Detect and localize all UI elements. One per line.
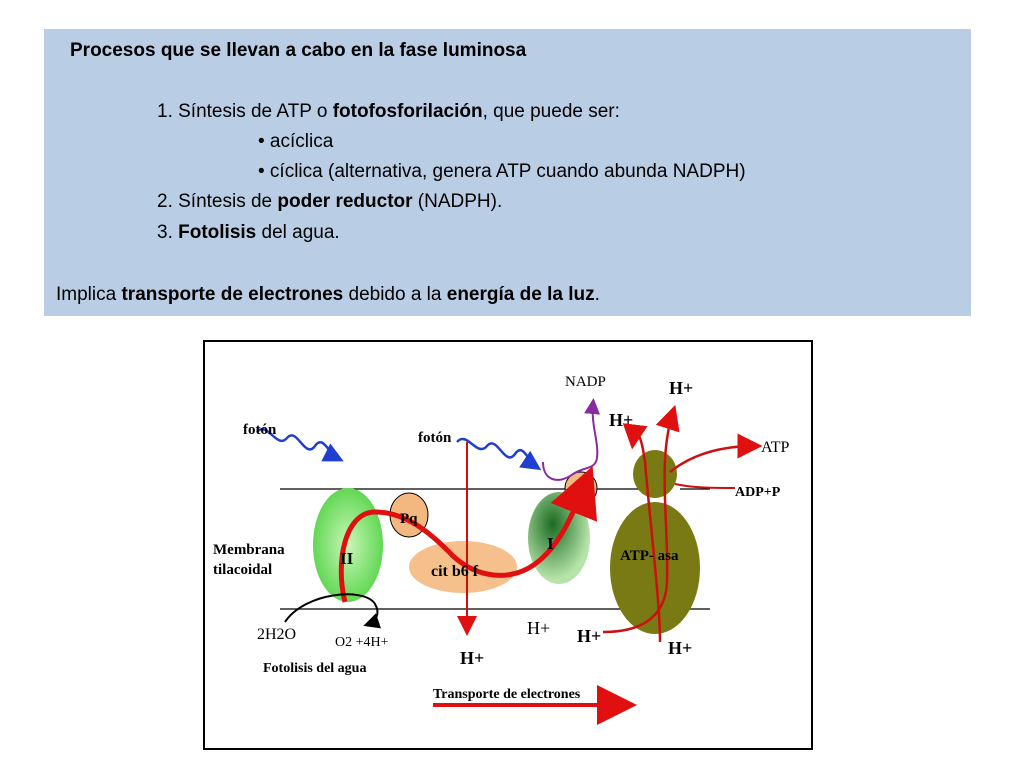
text-panel: Procesos que se llevan a cabo en la fase… bbox=[44, 29, 971, 316]
item2-prefix: 2. Síntesis de bbox=[157, 191, 278, 212]
item3-prefix: 3. bbox=[157, 222, 179, 243]
ps2-label: II bbox=[340, 549, 354, 568]
panel-title: Procesos que se llevan a cabo en la fase… bbox=[70, 40, 527, 61]
item2-suffix: (NADPH). bbox=[412, 191, 503, 212]
bullet-aciclica: • acíclica bbox=[258, 131, 334, 152]
item-photolysis: 3. Fotolisis del agua. bbox=[157, 222, 340, 244]
cytochrome-b6f bbox=[409, 541, 517, 593]
photon-arrow-right bbox=[456, 437, 542, 471]
item3-bold: Fotolisis bbox=[178, 222, 257, 243]
transport-label: Transporte de electrones bbox=[433, 687, 581, 702]
pq-label: Pq bbox=[400, 511, 418, 527]
foton-left-label: fotón bbox=[243, 422, 277, 438]
summary-part-1: Implica bbox=[56, 284, 122, 305]
atpase-label: ATP- asa bbox=[620, 548, 679, 564]
item1-suffix: , que puede ser: bbox=[482, 101, 620, 122]
item1-prefix: 1. Síntesis de ATP o bbox=[157, 101, 333, 122]
ps1-label: I bbox=[547, 534, 554, 553]
h-top-2-label: H+ bbox=[609, 410, 633, 430]
atp-arrow bbox=[669, 433, 763, 473]
atp-label: ATP bbox=[761, 439, 790, 456]
item1-bold: fotofosforilación bbox=[332, 101, 483, 122]
adp-label: ADP+P bbox=[735, 485, 781, 500]
item-atp-synthesis: 1. Síntesis de ATP o fotofosforilación, … bbox=[157, 101, 620, 123]
water-splitting-arrow bbox=[284, 593, 382, 629]
membrane-label-1: Membrana bbox=[213, 542, 285, 558]
summary-part-3: . bbox=[594, 284, 600, 305]
h-top-1-label: H+ bbox=[669, 378, 693, 398]
item-reducing-power: 2. Síntesis de poder reductor (NADPH). bbox=[157, 191, 502, 213]
foton-right-label: fotón bbox=[418, 430, 452, 446]
bullet-ciclica: • cíclica (alternativa, genera ATP cuand… bbox=[258, 161, 746, 182]
summary-line: Implica transporte de electrones debido … bbox=[56, 284, 600, 306]
nadp-arrow bbox=[542, 398, 601, 481]
atpase-head bbox=[633, 450, 677, 498]
fotolisis-label: Fotolisis del agua bbox=[263, 661, 366, 676]
atpase-proton-channel-1 bbox=[622, 423, 662, 643]
adp-line bbox=[674, 483, 736, 489]
diagram-svg: fotón fotón Membrana tilacoidal II Pq ci… bbox=[213, 374, 790, 725]
o2-label: O2 +4H+ bbox=[335, 635, 389, 650]
h-bottom-2-label: H+ bbox=[527, 618, 550, 638]
summary-bold-2: energía de la luz bbox=[446, 284, 595, 305]
photosystem-ii bbox=[313, 488, 383, 602]
water-label: 2H2O bbox=[257, 626, 296, 643]
nadp-label: NADP bbox=[565, 374, 606, 390]
atpase-proton-channel-2 bbox=[602, 404, 680, 634]
summary-bold-1: transporte de electrones bbox=[121, 284, 344, 305]
item2-bold: poder reductor bbox=[277, 191, 413, 212]
item3-suffix: del agua. bbox=[256, 222, 340, 243]
h-bottom-1-label: H+ bbox=[460, 648, 484, 668]
summary-part-2: debido a la bbox=[343, 284, 447, 305]
h-bottom-4-label: H+ bbox=[668, 638, 692, 658]
membrane-label-2: tilacoidal bbox=[213, 562, 272, 578]
cytb6f-label: cit b6 f bbox=[431, 563, 479, 580]
electron-transport-path bbox=[338, 466, 598, 603]
photosynthesis-diagram: fotón fotón Membrana tilacoidal II Pq ci… bbox=[203, 340, 813, 750]
h-bottom-3-label: H+ bbox=[577, 626, 601, 646]
photon-arrow-left bbox=[256, 428, 344, 462]
